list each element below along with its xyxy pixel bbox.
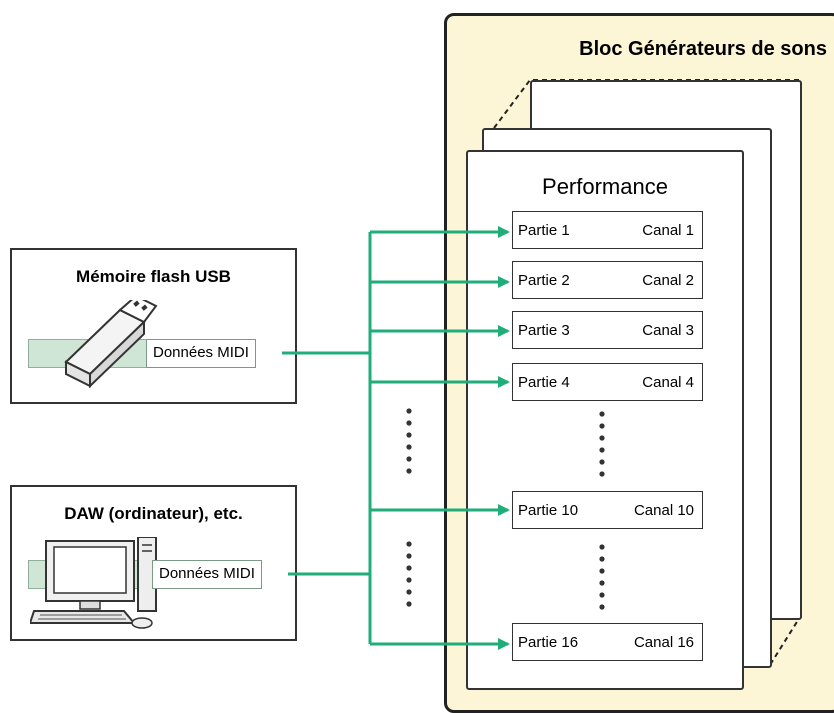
part-box-1: Partie 1 Canal 1 <box>512 211 703 249</box>
part-label: Partie 16 <box>518 634 579 651</box>
part-ellipsis-lower <box>599 544 605 610</box>
part-label: Partie 4 <box>518 374 570 391</box>
midi-data-label: Données MIDI <box>152 560 262 589</box>
part-ellipsis-upper <box>599 411 605 477</box>
performance-title: Performance <box>542 174 668 199</box>
part-label: Partie 2 <box>518 272 570 289</box>
daw-source-title: DAW (ordinateur), etc. <box>64 504 243 523</box>
channel-label: Canal 4 <box>642 374 694 391</box>
part-label: Partie 1 <box>518 222 570 239</box>
source-ellipsis-lower <box>406 541 412 607</box>
daw-source-box: DAW (ordinateur), etc. Données MIDI <box>10 485 297 641</box>
channel-label: Canal 10 <box>633 502 694 519</box>
part-box-16: Partie 16 Canal 16 <box>512 623 703 661</box>
channel-label: Canal 3 <box>642 322 694 339</box>
midi-data-label: Données MIDI <box>146 339 256 368</box>
channel-label: Canal 2 <box>642 272 694 289</box>
part-box-4: Partie 4 Canal 4 <box>512 363 703 401</box>
usb-source-title: Mémoire flash USB <box>76 267 231 286</box>
source-ellipsis-upper <box>406 408 412 474</box>
usb-flash-drive-icon <box>64 300 158 389</box>
part-label: Partie 10 <box>518 502 579 519</box>
part-box-10: Partie 10 Canal 10 <box>512 491 703 529</box>
channel-label: Canal 1 <box>642 222 694 239</box>
part-box-3: Partie 3 Canal 3 <box>512 311 703 349</box>
part-box-2: Partie 2 Canal 2 <box>512 261 703 299</box>
tone-generator-title: Bloc Générateurs de sons <box>579 38 827 60</box>
usb-source-box: Mémoire flash USB Données MIDI <box>10 248 297 404</box>
channel-label: Canal 16 <box>633 634 694 651</box>
part-label: Partie 3 <box>518 322 570 339</box>
